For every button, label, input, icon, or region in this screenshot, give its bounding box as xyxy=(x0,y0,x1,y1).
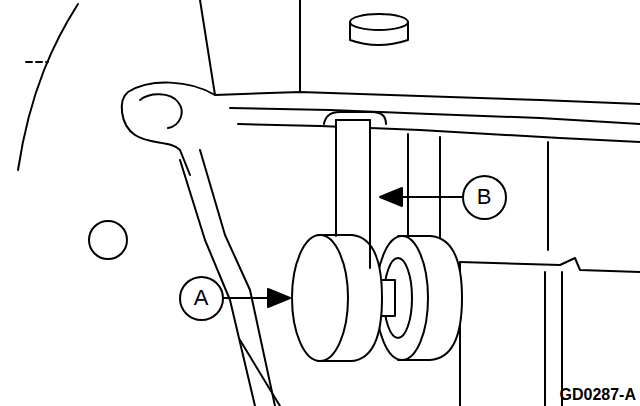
cap xyxy=(350,22,408,45)
callout-letter: A xyxy=(194,287,209,309)
base-edge xyxy=(561,272,563,406)
base-edge xyxy=(544,272,546,406)
center-line xyxy=(26,61,48,63)
housing-edge xyxy=(18,4,78,170)
figure-code: GD0287-A xyxy=(560,386,636,404)
cap-top xyxy=(350,14,408,30)
body-edge xyxy=(200,0,215,95)
tool-rod xyxy=(336,120,370,268)
body-edge xyxy=(230,108,640,124)
body-edge xyxy=(547,142,549,250)
housing-lobe xyxy=(140,94,182,128)
callout-circle: A xyxy=(179,276,224,321)
body-edge xyxy=(215,92,640,104)
leader-line xyxy=(400,196,462,198)
body-edge xyxy=(439,137,441,238)
leader-arrowhead xyxy=(268,289,290,307)
housing-lobe xyxy=(122,83,215,175)
callout-letter: B xyxy=(477,186,492,208)
body-edge xyxy=(407,134,409,238)
bolt-hole xyxy=(89,221,127,259)
leader-line xyxy=(224,297,270,299)
body-edge xyxy=(299,0,301,92)
housing-edge xyxy=(240,340,280,406)
callout-circle: B xyxy=(462,175,507,220)
leader-arrowhead xyxy=(380,188,402,206)
base-edge xyxy=(460,258,640,272)
front-disc-face xyxy=(292,235,348,361)
